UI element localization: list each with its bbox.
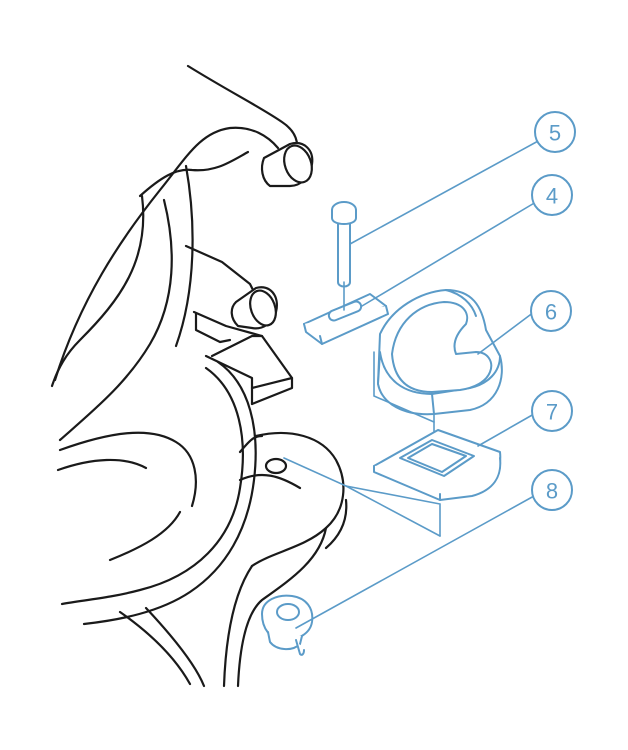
callout-8-label: 8 [546, 479, 558, 504]
callout-5-label: 5 [549, 121, 561, 146]
callout-7-label: 7 [546, 400, 558, 425]
part-8-grommet [261, 594, 314, 656]
part-4-clip-plate [303, 293, 389, 345]
part-7-base-pad [373, 429, 502, 501]
callout-7: 7 [531, 390, 573, 432]
part-6-pad-block [377, 289, 503, 416]
callout-4-label: 4 [546, 184, 558, 209]
callout-5: 5 [534, 111, 576, 153]
callout-8: 8 [531, 469, 573, 511]
leader-lines [283, 139, 541, 629]
callout-6-label: 6 [545, 300, 557, 325]
callout-6: 6 [530, 290, 572, 332]
housing-line-art [50, 64, 348, 688]
callout-4: 4 [531, 174, 573, 216]
exploded-parts [261, 201, 503, 656]
part-5-pin [331, 201, 357, 288]
